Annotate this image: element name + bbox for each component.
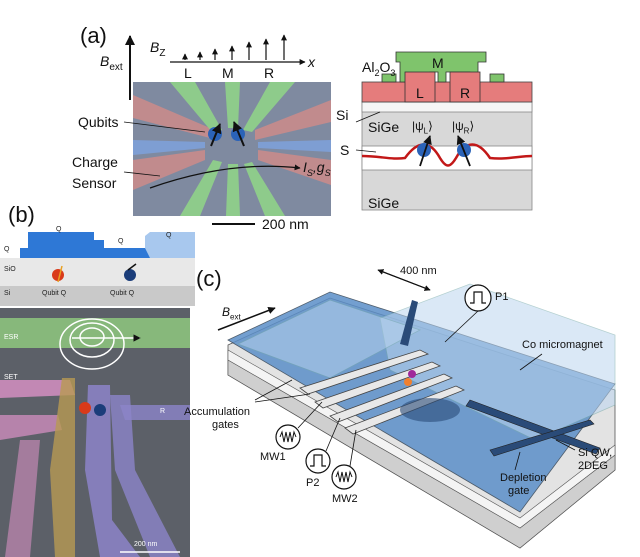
qubits-label: Qubits <box>78 114 119 130</box>
scale-label-a: 200 nm <box>262 216 309 232</box>
bz-gradient-arrows <box>170 34 306 65</box>
sem-image-a <box>133 82 331 216</box>
qc-label: Q <box>4 246 10 253</box>
siqw-label-2: 2DEG <box>578 460 608 472</box>
si-label: Si <box>336 107 349 123</box>
m-gate-label: M <box>432 55 444 71</box>
panel-a-tag: (a) <box>80 23 107 48</box>
sio2-label: SiO <box>4 266 16 273</box>
gate-stack-b <box>0 232 195 306</box>
sem-image-b <box>0 308 190 557</box>
co-micromagnet-label: Co micromagnet <box>522 339 603 351</box>
accum-label-1: Accumulation <box>184 406 251 418</box>
s-label: S <box>340 142 350 158</box>
accum-label-2: gates <box>212 419 239 431</box>
depletion-label-2: gate <box>508 485 530 497</box>
scale-label-b: 200 nm <box>134 541 158 548</box>
psi-l-label: |ψL⟩ <box>412 119 433 136</box>
gate-r-label: R <box>264 65 275 81</box>
sensor-label: Sensor <box>72 175 117 191</box>
si28-label: Si <box>4 290 11 297</box>
r-label-b: R <box>160 408 166 415</box>
panel-b-tag: (b) <box>8 202 35 227</box>
q1-label: Q <box>56 226 62 233</box>
l-gate-label: L <box>416 85 424 101</box>
esr-label: ESR <box>4 334 19 341</box>
sige-top-label: SiGe <box>368 119 400 135</box>
set-label: SET <box>4 374 18 381</box>
q2-label: Q <box>118 238 124 245</box>
device-c <box>227 283 616 549</box>
siqw-label-1: Si QW, <box>578 447 613 459</box>
qubit2-label: Qubit Q <box>110 290 135 297</box>
depletion-label-1: Depletion <box>500 472 547 484</box>
bext-label-a: Bext <box>100 53 123 73</box>
mw2-label: MW2 <box>332 493 358 505</box>
mw1-label: MW1 <box>260 451 286 463</box>
scale-label-c: 400 nm <box>400 265 437 277</box>
bext-label-c: Bext <box>222 305 241 322</box>
panel-c-tag: (c) <box>196 266 222 291</box>
is-gs-label: IS,gS <box>303 159 331 178</box>
gate-l-label: L <box>184 65 192 81</box>
sige-bottom-label: SiGe <box>368 195 400 211</box>
p2-label: P2 <box>306 477 320 489</box>
charge-label: Charge <box>72 154 118 170</box>
x-axis-label: x <box>308 54 315 70</box>
bz-label: BZ <box>150 39 166 59</box>
al2o3-label: Al2O3 <box>362 59 396 78</box>
gate-m-label: M <box>222 65 234 81</box>
psi-r-label: |ψR⟩ <box>452 119 475 136</box>
p1-label: P1 <box>495 291 509 303</box>
r-gate-label: R <box>460 85 471 101</box>
q-right-label: Q <box>166 232 172 239</box>
cross-section-a <box>361 51 533 211</box>
qubit1-label: Qubit Q <box>42 290 67 297</box>
